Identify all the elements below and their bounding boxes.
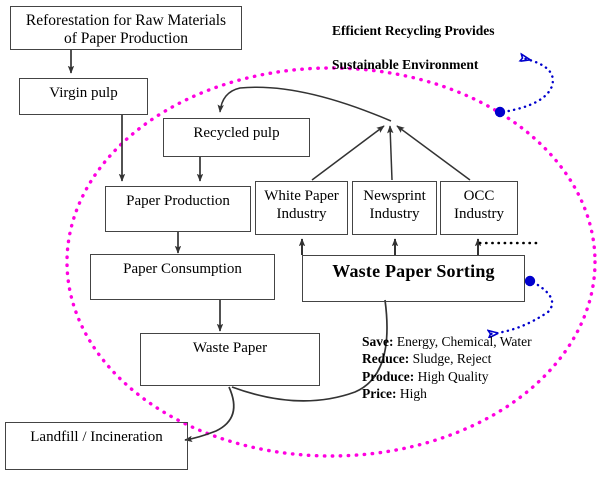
node-waste-paper-sorting-label: Waste Paper Sorting: [332, 261, 495, 281]
arrow-waste-paper-to-landfill: [184, 386, 235, 443]
node-landfill-incineration[interactable]: Landfill / Incineration: [5, 422, 188, 470]
benefit-key-produce: Produce:: [362, 368, 415, 384]
benefits-list: Save: Energy, Chemical, Water Reduce: Sl…: [362, 333, 532, 403]
arrow-white-paper-industry-to-junction: [311, 125, 385, 181]
node-waste-paper[interactable]: Waste Paper: [140, 333, 320, 386]
node-occ-industry[interactable]: OCC Industry: [440, 181, 518, 235]
benefit-value-produce: High Quality: [414, 368, 489, 384]
arrow-junction-to-recycled-pulp: [217, 86, 392, 122]
benefit-value-save: Energy, Chemical, Water: [393, 334, 532, 349]
benefit-value-reduce: Sludge, Reject: [409, 351, 492, 367]
benefit-item-reduce: Reduce: Sludge, Reject: [362, 350, 532, 367]
node-waste-paper-label: Waste Paper: [192, 340, 268, 356]
node-white-paper-industry[interactable]: White Paper Industry: [255, 181, 348, 235]
arrow-newsprint-industry-to-junction: [387, 125, 394, 181]
node-occ-industry-line-2: Industry: [454, 205, 504, 222]
node-virgin-pulp[interactable]: Virgin pulp: [19, 78, 148, 115]
benefit-key-price: Price:: [362, 386, 397, 402]
benefit-item-produce: Produce: High Quality: [362, 368, 532, 385]
page-title: Efficient Recycling Provides Sustainable…: [332, 6, 572, 90]
node-occ-industry-line-1: OCC: [463, 188, 495, 204]
arrow-occ-industry-to-junction: [396, 125, 471, 181]
page-title-line-1: Efficient Recycling Provides: [332, 22, 495, 38]
arrow-waste-paper-to-sorting: [231, 299, 388, 402]
node-reforestation-line-2: of Paper Production: [64, 30, 188, 48]
node-white-paper-industry-line-1: White Paper: [264, 188, 339, 204]
node-paper-production[interactable]: Paper Production: [105, 186, 251, 232]
node-white-paper-industry-line-2: Industry: [276, 205, 327, 222]
annotation-anchor-dot-top: [494, 106, 506, 118]
page-title-line-2: Sustainable Environment: [332, 56, 479, 72]
node-reforestation-line-1: Reforestation for Raw Materials: [25, 12, 227, 29]
benefit-key-reduce: Reduce:: [362, 351, 410, 367]
node-newsprint-industry-line-1: Newsprint: [363, 188, 426, 204]
node-paper-consumption-label: Paper Consumption: [123, 261, 242, 277]
node-reforestation[interactable]: Reforestation for Raw Materials of Paper…: [10, 6, 242, 50]
annotation-arrow-to-benefits: [490, 280, 554, 334]
benefit-value-price: High: [396, 386, 427, 402]
benefit-item-save: Save: Energy, Chemical, Water: [362, 333, 532, 350]
node-recycled-pulp[interactable]: Recycled pulp: [163, 118, 310, 157]
annotation-anchor-dot-bottom: [524, 275, 536, 287]
node-newsprint-industry-line-2: Industry: [369, 205, 420, 222]
benefit-item-price: Price: High: [362, 385, 532, 402]
node-paper-production-label: Paper Production: [126, 193, 230, 209]
node-paper-consumption[interactable]: Paper Consumption: [90, 254, 275, 300]
recycling-boundary-ellipse: [65, 66, 597, 458]
node-virgin-pulp-label: Virgin pulp: [49, 85, 118, 101]
node-recycled-pulp-label: Recycled pulp: [193, 125, 280, 141]
node-landfill-incineration-label: Landfill / Incineration: [30, 429, 163, 445]
node-newsprint-industry[interactable]: Newsprint Industry: [352, 181, 437, 235]
benefit-key-save: Save:: [362, 334, 394, 349]
node-waste-paper-sorting[interactable]: Waste Paper Sorting: [302, 255, 525, 302]
annotation-arrow-to-heading: [501, 58, 555, 114]
